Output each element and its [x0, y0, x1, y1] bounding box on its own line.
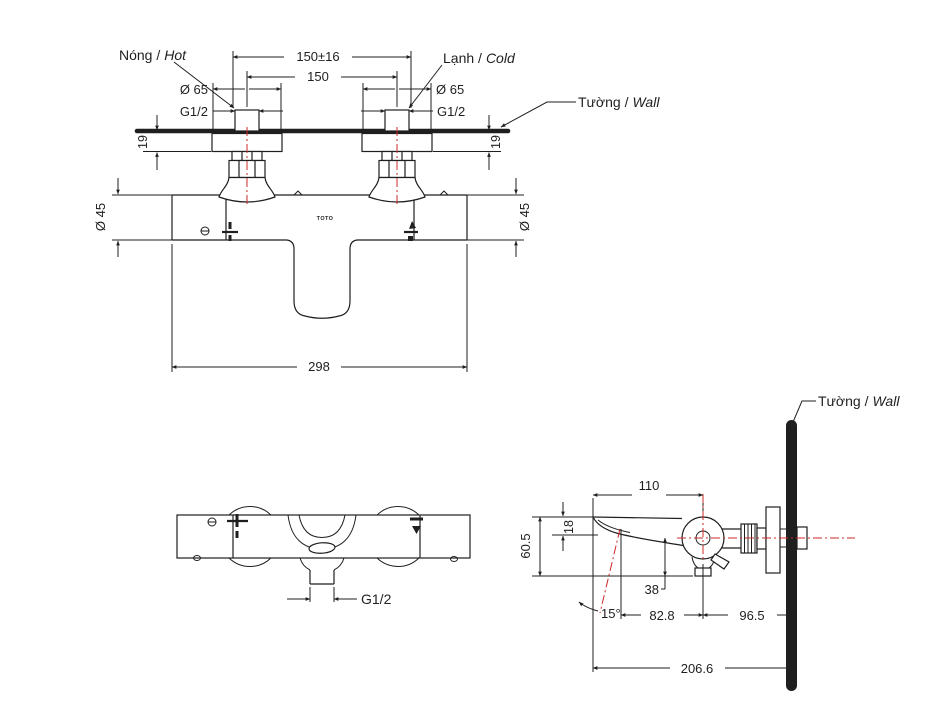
- diverter-nub: [710, 553, 730, 570]
- dim-overall-depth: 206.6: [681, 661, 714, 676]
- dim-right-escutcheon-dia: Ø 65: [436, 82, 464, 97]
- dim-right-thread: G1/2: [437, 104, 465, 119]
- top-view-dimension: [287, 587, 357, 602]
- dim-center-to-wall: 96.5: [739, 608, 764, 623]
- dim-spout-height: 18: [562, 520, 576, 534]
- mixer-body-front: [171, 176, 468, 319]
- mixer-body-top: [176, 506, 471, 585]
- wall-bar-side: [786, 420, 797, 691]
- dim-left-thread: G1/2: [180, 104, 208, 119]
- wall-connection: [722, 506, 786, 574]
- lever-spout: [592, 516, 687, 547]
- wall-label-side: Tường /Wall: [818, 393, 900, 409]
- wall-label-front: Tường /Wall: [578, 94, 660, 110]
- dim-left-wall-depth: 19: [136, 135, 150, 149]
- dim-height-drop: 60.5: [518, 533, 533, 558]
- front-view: TOTO Nóng /Hot Lạnh /Cold Tường /Wall 15…: [93, 47, 660, 374]
- side-wall-leader: [789, 400, 816, 430]
- dim-spout-to-center: 82.8: [649, 608, 674, 623]
- dim-spacing: 150: [307, 69, 329, 84]
- dim-left-escutcheon-dia: Ø 65: [180, 82, 208, 97]
- front-dimension-lines: [116, 55, 518, 369]
- side-centerlines: [599, 494, 855, 614]
- spout-channel: [286, 239, 358, 319]
- side-extension-lines: [532, 498, 704, 672]
- front-leader-lines: [173, 61, 576, 128]
- dim-left-body-dia: Ø 45: [93, 203, 108, 231]
- dim-outlet-thread: G1/2: [361, 591, 392, 607]
- dim-spout-reach: 110: [639, 478, 660, 493]
- side-dimension-lines: [538, 493, 798, 670]
- dim-right-wall-depth: 19: [489, 135, 503, 149]
- temperature-indicator-marks: [200, 222, 238, 241]
- dim-outlet-drop: 38: [645, 582, 659, 597]
- dim-right-body-dia: Ø 45: [517, 203, 532, 231]
- dim-spacing-tolerance: 150±16: [296, 49, 339, 64]
- side-view: Tường /Wall 110 18 60.5 38 15° 82.8 96.5…: [518, 393, 900, 691]
- flow-indicator-marks: [404, 221, 418, 241]
- top-view-marks: [207, 514, 423, 538]
- brand-logo: TOTO: [317, 216, 334, 222]
- front-centerlines: [246, 127, 398, 204]
- side-outlet: [691, 553, 730, 577]
- front-extension-lines: [112, 51, 524, 372]
- hot-label: Nóng /Hot: [119, 47, 187, 63]
- dim-spout-angle: 15°: [601, 606, 621, 621]
- dim-overall-width: 298: [308, 359, 330, 374]
- top-view: G1/2: [176, 506, 471, 607]
- cold-label: Lạnh /Cold: [443, 50, 516, 66]
